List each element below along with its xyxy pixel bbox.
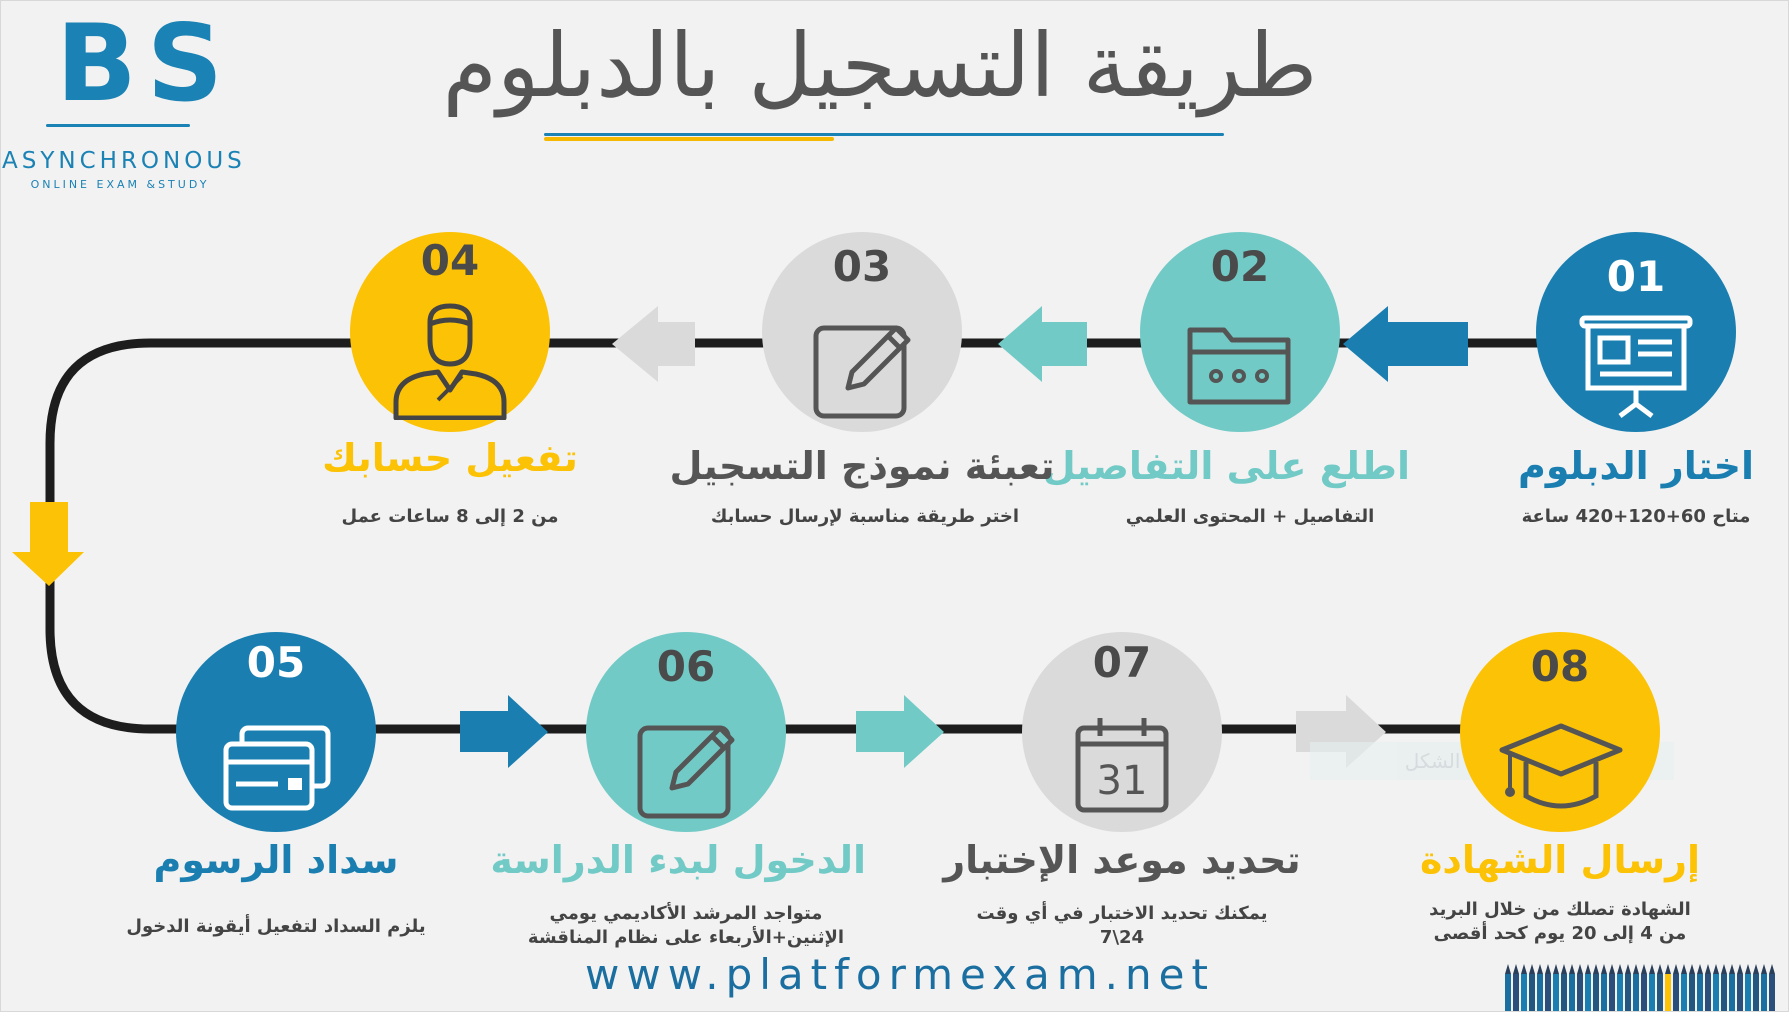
step-05-title: سداد الرسوم bbox=[153, 838, 399, 882]
step-number: 03 bbox=[832, 242, 892, 291]
arrow-left-2 bbox=[998, 306, 1087, 382]
folder-icon bbox=[1187, 327, 1291, 405]
pencil-shape bbox=[1585, 964, 1591, 1012]
pencil-shape bbox=[1617, 964, 1623, 1012]
arrow-right-1 bbox=[460, 695, 548, 768]
arrow-right-2 bbox=[856, 695, 944, 768]
step-07-description-line: يمكنك تحديد الاختبار في أي وقت bbox=[976, 903, 1268, 924]
graduation-cap-icon bbox=[1499, 723, 1623, 809]
pencil-shape bbox=[1665, 964, 1671, 1012]
title-underline-accent bbox=[544, 137, 834, 141]
logo-subtagline: ONLINE EXAM &STUDY bbox=[30, 178, 210, 191]
logo-mark: BS bbox=[56, 2, 234, 125]
title-underline bbox=[544, 133, 1224, 136]
step-05-description: يلزم السداد لتفعيل أيقونة الدخول bbox=[126, 916, 426, 937]
step-07-title: تحديد موعد الإختبار bbox=[943, 838, 1301, 882]
calendar-day: 31 bbox=[1097, 758, 1148, 804]
step-03-circle: 03 bbox=[762, 232, 962, 432]
pencil-shape bbox=[1561, 964, 1567, 1012]
pencil-shape bbox=[1705, 964, 1711, 1012]
pencil-shape bbox=[1569, 964, 1575, 1012]
page-title: طريقة التسجيل بالدبلوم bbox=[442, 14, 1318, 117]
step-06-circle: 06 bbox=[586, 632, 786, 832]
arrow-down bbox=[12, 502, 84, 586]
user-icon bbox=[393, 303, 507, 420]
edit-pencil-icon bbox=[637, 725, 735, 819]
logo-tagline: ASYNCHRONOUS bbox=[2, 148, 246, 174]
step-08-description-line: من 4 إلى 20 يوم كحد أقصى bbox=[1433, 923, 1687, 944]
pencil-shape bbox=[1713, 964, 1719, 1012]
pencil-shape bbox=[1505, 964, 1511, 1012]
step-04-description: من 2 إلى 8 ساعات عمل bbox=[341, 506, 559, 527]
pencil-shape bbox=[1537, 964, 1543, 1012]
step-04-title: تفعيل حسابك bbox=[322, 436, 578, 480]
pencil-shape bbox=[1609, 964, 1615, 1012]
pencils-decoration bbox=[1505, 964, 1775, 1012]
step-number: 04 bbox=[420, 236, 480, 285]
step-08-title: إرسال الشهادة bbox=[1420, 838, 1700, 882]
step-number: 06 bbox=[656, 642, 716, 691]
logo-divider bbox=[46, 124, 190, 127]
pencil-shape bbox=[1761, 964, 1767, 1012]
pencil-shape bbox=[1513, 964, 1519, 1012]
logo: BS ASYNCHRONOUS ONLINE EXAM &STUDY bbox=[0, 2, 246, 191]
pencil-shape bbox=[1689, 964, 1695, 1012]
pencil-shape bbox=[1753, 964, 1759, 1012]
pencil-shape bbox=[1681, 964, 1687, 1012]
step-08-description: الشهادة تصلك من خلال البريد من 4 إلى 20 … bbox=[1400, 898, 1720, 946]
pencil-shape bbox=[1633, 964, 1639, 1012]
step-06-description: متواجد المرشد الأكاديمي يومي الإثنين+الأ… bbox=[506, 902, 866, 950]
step-07-circle: 07 31 bbox=[1022, 632, 1222, 832]
step-08-circle: 08 bbox=[1460, 632, 1660, 832]
step-number: 07 bbox=[1092, 638, 1152, 687]
step-number: 02 bbox=[1210, 242, 1270, 291]
pencil-shape bbox=[1673, 964, 1679, 1012]
step-number: 01 bbox=[1606, 252, 1666, 301]
step-02-title: اطلع على التفاصيل bbox=[1042, 444, 1410, 488]
pencil-shape bbox=[1545, 964, 1551, 1012]
presentation-board-icon bbox=[1579, 315, 1693, 418]
calendar-icon: 31 bbox=[1075, 718, 1169, 813]
step-06-description-line: الإثنين+الأربعاء على نظام المناقشة bbox=[527, 927, 845, 948]
step-number: 08 bbox=[1530, 642, 1590, 691]
step-03-description: اختر طريقة مناسبة لإرسال حسابك bbox=[710, 506, 1020, 527]
step-04-circle: 04 bbox=[350, 232, 550, 432]
website-link[interactable]: www.platformexam.net bbox=[585, 950, 1215, 999]
step-01-description: متاح 60+120+420 ساعة bbox=[1521, 506, 1751, 527]
arrow-left-3 bbox=[612, 306, 695, 382]
step-01-title: اختار الدبلوم bbox=[1518, 444, 1754, 488]
credit-card-icon bbox=[223, 725, 331, 811]
step-07-description: يمكنك تحديد الاختبار في أي وقت 24\7 bbox=[952, 902, 1292, 950]
step-08-description-line: الشهادة تصلك من خلال البريد bbox=[1429, 899, 1691, 920]
pencil-shape bbox=[1737, 964, 1743, 1012]
step-02-circle: 02 bbox=[1140, 232, 1340, 432]
pencil-shape bbox=[1641, 964, 1647, 1012]
pencil-shape bbox=[1697, 964, 1703, 1012]
step-number: 05 bbox=[246, 638, 306, 687]
pencil-shape bbox=[1529, 964, 1535, 1012]
step-06-title: الدخول لبدء الدراسة bbox=[490, 838, 866, 882]
step-01-circle: 01 bbox=[1536, 232, 1736, 432]
step-06-description-line: متواجد المرشد الأكاديمي يومي bbox=[549, 903, 823, 924]
pencil-shape bbox=[1577, 964, 1583, 1012]
pencil-shape bbox=[1601, 964, 1607, 1012]
step-05-circle: 05 bbox=[176, 632, 376, 832]
pencil-shape bbox=[1521, 964, 1527, 1012]
pencil-shape bbox=[1769, 964, 1775, 1012]
pencil-shape bbox=[1593, 964, 1599, 1012]
pencil-shape bbox=[1721, 964, 1727, 1012]
pencil-shape bbox=[1657, 964, 1663, 1012]
step-07-description-line: 24\7 bbox=[1099, 927, 1145, 948]
step-02-description: التفاصيل + المحتوى العلمي bbox=[1125, 506, 1375, 527]
step-03-title: تعبئة نموذج التسجيل bbox=[669, 444, 1055, 488]
pencil-shape bbox=[1553, 964, 1559, 1012]
edit-pencil-icon bbox=[813, 325, 911, 419]
pencil-shape bbox=[1745, 964, 1751, 1012]
pencil-shape bbox=[1729, 964, 1735, 1012]
pencil-shape bbox=[1649, 964, 1655, 1012]
pencil-shape bbox=[1625, 964, 1631, 1012]
arrow-left-1 bbox=[1343, 306, 1468, 382]
